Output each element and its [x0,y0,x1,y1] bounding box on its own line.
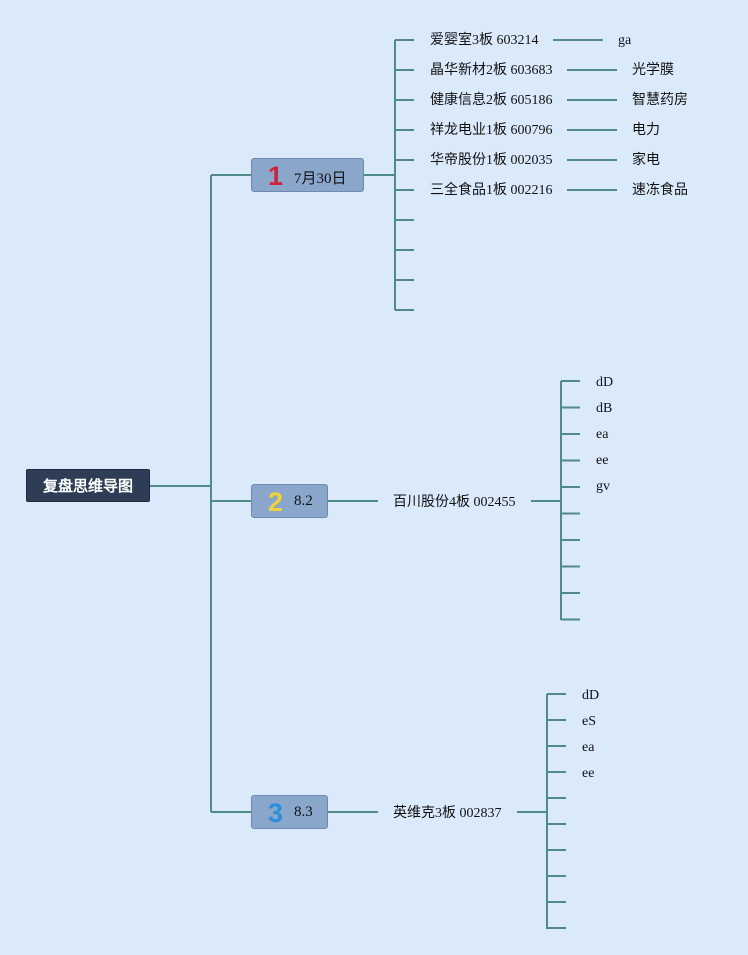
stock-label[interactable]: 祥龙电业1板 600796 [430,123,553,138]
stock-note[interactable]: ea [596,427,609,442]
date-label-2: 8.2 [294,493,313,509]
stock-note[interactable]: ea [582,740,595,755]
stock-label[interactable]: 英维克3板 002837 [393,806,502,821]
stock-label[interactable]: 爱婴室3板 603214 [430,33,539,48]
stock-label[interactable]: 百川股份4板 002455 [393,495,516,510]
date-node-3[interactable]: 3 8.3 [251,795,328,829]
stock-label[interactable]: 三全食品1板 002216 [430,183,553,198]
stock-note[interactable]: eS [582,714,596,729]
stock-note[interactable]: 速冻食品 [632,183,688,198]
stock-note[interactable]: ga [618,33,632,48]
stock-note[interactable]: ee [596,453,609,468]
stock-note[interactable]: 电力 [632,123,660,138]
date-node-1[interactable]: 1 7月30日 [251,158,364,192]
stock-label[interactable]: 健康信息2板 605186 [430,93,553,108]
priority-3-icon: 3 [268,798,284,828]
root-node[interactable]: 复盘思维导图 [26,469,150,502]
stock-note[interactable]: dB [596,401,613,416]
stock-note[interactable]: 智慧药房 [632,93,688,108]
stock-note[interactable]: 家电 [632,153,660,168]
date-label-3: 8.3 [294,804,313,820]
stock-note[interactable]: 光学膜 [632,63,674,78]
stock-note[interactable]: ee [582,766,595,781]
priority-2-icon: 2 [268,487,284,517]
stock-label[interactable]: 华帝股份1板 002035 [430,153,553,168]
priority-1-icon: 1 [268,161,284,191]
stock-note[interactable]: dD [582,688,600,703]
root-label: 复盘思维导图 [42,478,133,495]
stock-note[interactable]: gv [596,479,610,494]
stock-label[interactable]: 晶华新材2板 603683 [430,63,553,78]
date-label-1: 7月30日 [294,171,347,187]
date-node-2[interactable]: 2 8.2 [251,484,328,518]
stock-note[interactable]: dD [596,375,614,390]
